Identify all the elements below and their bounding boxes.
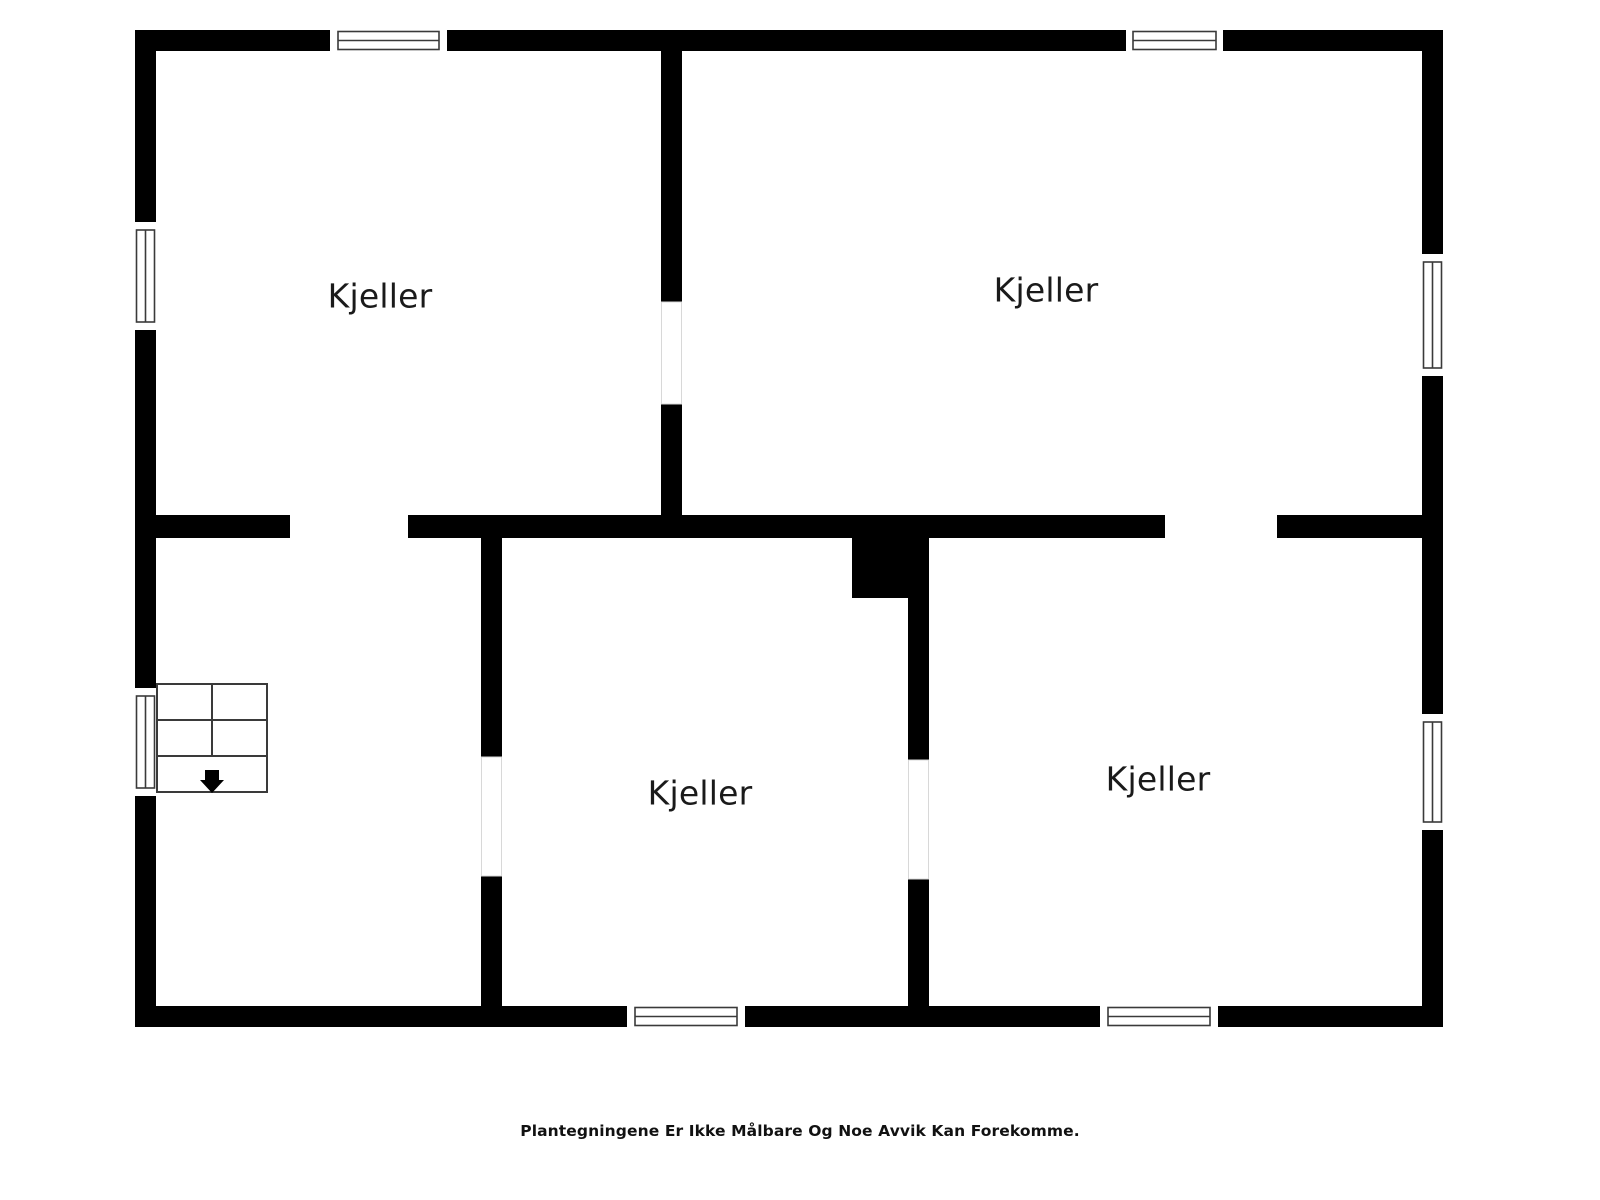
door-bottom-mid-left: [481, 756, 502, 877]
window-left-upper: [135, 222, 156, 330]
room-label-top-right: Kjeller: [993, 270, 1099, 310]
wall-bottom-left-vert-upper: [481, 533, 502, 757]
wall-bottom-right-vert-lower: [908, 879, 929, 1027]
door-bottom-mid-right: [908, 759, 929, 880]
wall-middle-horizontal: [408, 515, 1165, 538]
interior-walls: [135, 30, 1443, 1027]
wall-right-stub: [1277, 515, 1443, 538]
wall-bottom-right-vert-upper: [908, 533, 929, 760]
window-top-left: [330, 30, 447, 51]
exterior-wall-top: [135, 30, 1443, 51]
wall-top-vertical-lower: [661, 404, 682, 538]
window-bottom-left: [627, 1006, 745, 1027]
room-label-top-left: Kjeller: [327, 276, 433, 316]
staircase: [156, 683, 268, 793]
staircase-direction-arrow: [200, 770, 224, 793]
exterior-wall-bottom: [135, 1006, 1443, 1027]
wall-bottom-left-vert-lower: [481, 876, 502, 1027]
window-bottom-right: [1100, 1006, 1218, 1027]
room-label-bottom-mid: Kjeller: [647, 773, 753, 813]
window-right-upper: [1422, 254, 1443, 376]
wall-center-pilaster: [852, 515, 915, 598]
disclaimer-text: Plantegningene Er Ikke Målbare Og Noe Av…: [520, 1122, 1080, 1140]
window-right-lower: [1422, 714, 1443, 830]
room-label-bottom-right: Kjeller: [1105, 759, 1211, 799]
door-openings: [481, 301, 929, 880]
wall-top-vertical-upper: [661, 30, 682, 302]
wall-left-stub: [135, 515, 290, 538]
window-top-right: [1126, 30, 1223, 51]
door-top-middle: [661, 301, 682, 405]
windows: [135, 30, 1443, 1027]
window-left-lower: [135, 688, 156, 796]
